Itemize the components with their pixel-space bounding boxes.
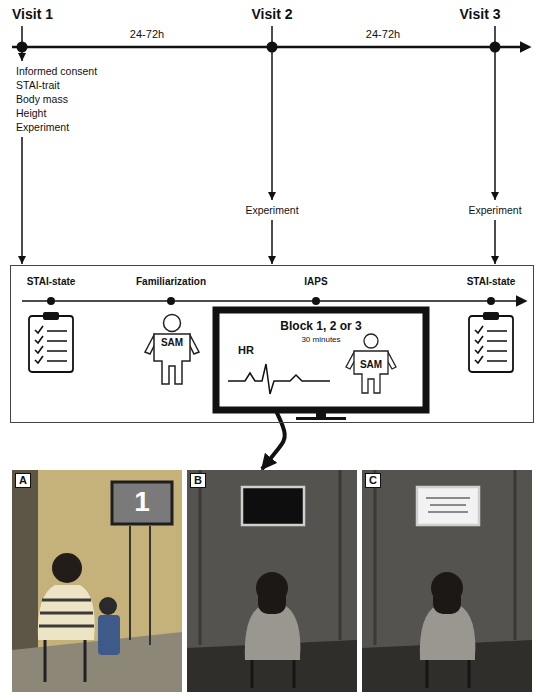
photo-floor	[12, 632, 182, 692]
clipboard-icon	[29, 312, 73, 372]
node-text: STAI-trait	[16, 78, 97, 92]
node-text: IAPS	[304, 276, 327, 288]
photo-person-head	[99, 597, 117, 615]
clipboard-board	[29, 316, 73, 372]
photo-screen	[417, 487, 479, 525]
node-text: Body mass	[16, 92, 97, 106]
photo-b	[187, 470, 357, 692]
clipboard-clip	[483, 312, 499, 320]
photo-chair-legs	[427, 658, 469, 688]
photo-tv	[112, 482, 172, 524]
curved-arrow	[262, 411, 285, 469]
node-text: Height	[16, 106, 97, 120]
check-marks	[35, 326, 43, 363]
flow-arrow	[21, 26, 23, 61]
photo-person-head	[256, 572, 288, 604]
flow-arrow	[494, 26, 496, 200]
photo-screen-message	[426, 498, 470, 512]
visit-label: Visit 1	[10, 4, 55, 25]
node-text: Experiment	[16, 120, 97, 134]
manikin-head	[364, 334, 378, 348]
photo-panel: B	[187, 470, 357, 692]
tv-base	[296, 417, 346, 420]
node-text: STAI-state	[27, 276, 76, 288]
sam-figure: SAM	[149, 314, 195, 384]
clipboard-board	[469, 316, 513, 372]
node-text: Block 1, 2 or 3	[280, 319, 361, 333]
photo-panel: C	[362, 470, 532, 692]
node-text: SAM	[161, 337, 183, 349]
interval-label: 24-72h	[366, 28, 400, 41]
flow-arrow	[21, 137, 23, 264]
photo-a	[12, 470, 182, 692]
photo-person-head	[52, 553, 82, 583]
timeline-dot	[47, 297, 55, 305]
session-timeline	[22, 300, 518, 302]
node-text: STAI-state	[467, 276, 516, 288]
sam-manikin	[346, 334, 396, 393]
check-lines	[487, 331, 507, 361]
tv-screen: Block 1, 2 or 3 30 minutesHR SAM	[216, 310, 426, 410]
photo-person-head	[431, 572, 463, 604]
node-text: SAM	[360, 359, 382, 371]
timeline-dot	[312, 297, 320, 305]
ecg-trace	[228, 364, 330, 394]
tv-frame	[216, 310, 426, 410]
photo-wall	[362, 470, 532, 692]
protocol-box: STAI-state Familiarization IAPS STAI-stateS…	[10, 265, 534, 423]
timeline-dot	[167, 297, 175, 305]
photo-chair-legs	[252, 658, 294, 688]
sam-manikin	[145, 315, 199, 385]
check-lines	[47, 331, 67, 361]
manikin-body	[354, 351, 388, 393]
node-text: Familiarization	[136, 276, 206, 288]
node-text: Experiment	[468, 203, 521, 217]
node-text: A	[15, 473, 31, 488]
photo-screen	[242, 487, 304, 525]
manikin-head	[164, 315, 181, 332]
procedure-list: Informed consentSTAI-traitBody massHeigh…	[14, 62, 99, 136]
photo-person-shirt	[38, 585, 95, 640]
timeline-dot	[487, 297, 495, 305]
experiment-label: Experiment	[243, 201, 300, 219]
node-text: HR	[238, 344, 254, 357]
clipboard-clip	[43, 312, 59, 320]
node-text: Visit 1	[12, 6, 53, 23]
node-text: C	[365, 473, 381, 488]
manikin-body	[154, 334, 190, 384]
screen-number: 1	[134, 488, 150, 516]
photo-wall	[187, 470, 357, 692]
photo-shirt-stripes	[39, 600, 94, 626]
clipboard-icon	[469, 312, 513, 372]
visit-label: Visit 3	[458, 4, 503, 25]
node-text: Informed consent	[16, 64, 97, 78]
flow-arrow	[494, 220, 496, 264]
interval-label: 24-72h	[130, 28, 164, 41]
visit-label: Visit 2	[250, 4, 295, 25]
photo-chair-legs	[45, 640, 85, 682]
flow-arrow	[271, 26, 273, 200]
node-text: Experiment	[245, 203, 298, 217]
experiment-label: Experiment	[466, 201, 523, 219]
node-text: B	[190, 473, 206, 488]
photo-wall	[12, 470, 182, 692]
photo-person-body	[98, 615, 120, 655]
node-text: 30 minutes	[301, 335, 340, 345]
check-marks	[475, 326, 483, 363]
photo-panel: A	[12, 470, 182, 692]
photo-cables	[130, 526, 150, 645]
photo-c	[362, 470, 532, 692]
flow-arrow	[271, 220, 273, 264]
node-text: Visit 3	[460, 6, 501, 23]
node-text: Visit 2	[252, 6, 293, 23]
